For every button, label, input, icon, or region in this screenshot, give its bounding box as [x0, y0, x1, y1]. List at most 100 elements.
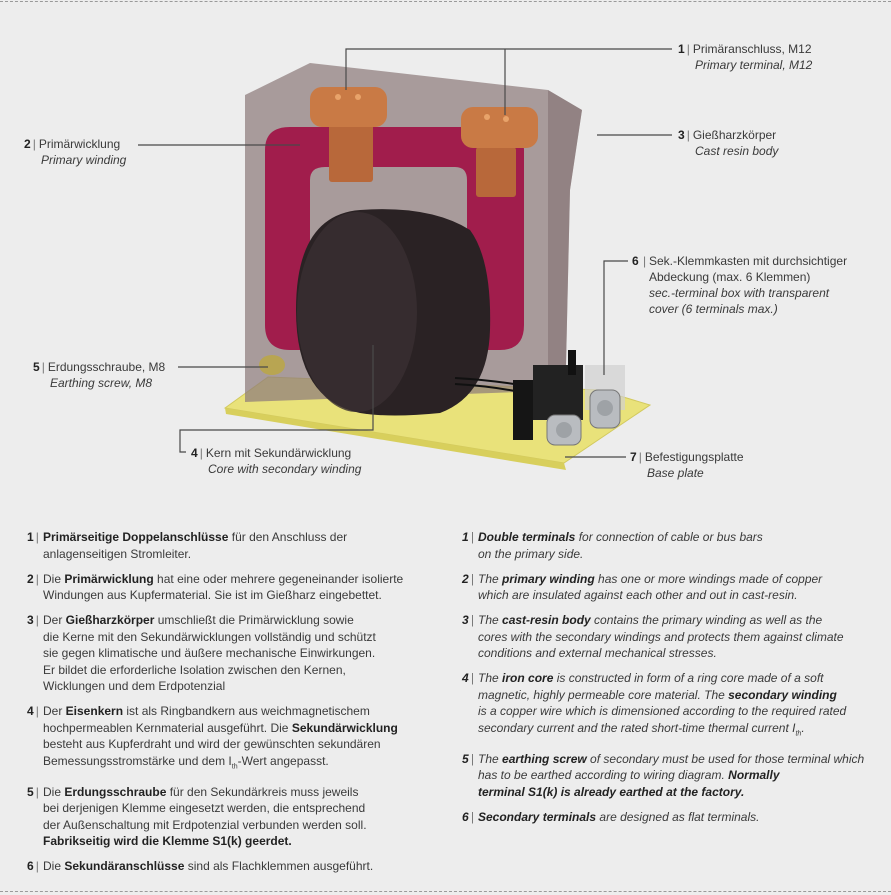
description-text: are designed as flat terminals. — [596, 809, 760, 824]
emphasis-text: Primärwicklung — [64, 571, 154, 586]
description-text: for connection of cable or bus bars on t… — [478, 530, 763, 561]
description-text: Der — [43, 704, 66, 718]
item-number: 1| — [27, 530, 39, 544]
item-number-text: 2 — [27, 571, 34, 586]
description-text: für den Sekundärkreis muss jeweils bei d… — [43, 784, 367, 832]
emphasis-text: Eisenkern — [65, 704, 124, 718]
description-text: is constructed in form of a ring core ma… — [478, 671, 824, 702]
emphasis-text: Sekundäranschlüsse — [64, 859, 185, 874]
cast-resin-body-side — [548, 90, 582, 372]
description-text: Die — [43, 571, 65, 586]
description-text: The — [478, 671, 503, 685]
description-item: 5| Die Erdungsschraube für den Sekundärkr… — [27, 784, 447, 850]
description-list-german: 1| Primärseitige Doppelanschlüsse für den… — [27, 529, 447, 883]
bottom-divider — [0, 891, 891, 892]
description-list-english: 1| Double terminals for connection of cab… — [462, 529, 882, 834]
description-text: . — [801, 720, 805, 735]
top-divider — [0, 1, 891, 2]
description-text: umschließt die Primärwicklung sowie die … — [43, 613, 376, 693]
description-text: besteht aus Kupferdraht und wird der gew… — [43, 737, 381, 768]
secondary-terminal-box — [513, 350, 625, 446]
base-plate-edge — [225, 408, 566, 470]
earthing-screw — [259, 355, 285, 375]
item-number: 2| — [462, 571, 474, 586]
description-text: The — [478, 751, 503, 766]
item-number-text: 1 — [27, 530, 34, 544]
description-text: Der — [43, 613, 66, 627]
description-text: th — [231, 762, 238, 770]
current-transformer-illustration — [138, 48, 672, 470]
description-item: 1| Primärseitige Doppelanschlüsse für den… — [27, 529, 447, 562]
item-number: 4| — [462, 671, 474, 685]
item-number: 5| — [462, 751, 474, 766]
item-number: 6| — [27, 859, 39, 874]
description-text: of secondary must be used for those term… — [478, 751, 865, 783]
item-number-text: 3 — [27, 613, 34, 627]
item-number-text: 5 — [462, 751, 469, 766]
item-number-text: 6 — [462, 809, 469, 824]
primary-terminal-right-tab — [476, 147, 516, 197]
description-text: is a copper wire which is dimensioned ac… — [478, 704, 847, 735]
emphasis-text: Primärseitige Doppelanschlüsse — [43, 530, 229, 544]
description-item: 1| Double terminals for connection of cab… — [462, 529, 882, 562]
description-text: -Wert angepasst. — [237, 753, 329, 768]
item-number-text: 3 — [462, 613, 469, 627]
emphasis-text: Normally terminal S1(k) is already earth… — [478, 768, 780, 799]
description-text: The — [478, 613, 503, 627]
primary-terminal-left — [310, 87, 387, 127]
description-item: 4| Der Eisenkern ist als Ringbandkern aus… — [27, 703, 447, 775]
description-item: 6| Secondary terminals are designed as fl… — [462, 809, 882, 826]
description-item: 3| The cast-resin body contains the prima… — [462, 612, 882, 662]
emphasis-text: Sekundärwicklung — [291, 720, 398, 735]
item-number: 1| — [462, 530, 474, 544]
description-item: 5| The earthing screw of secondary must b… — [462, 751, 882, 801]
item-number-text: 4 — [462, 671, 469, 685]
description-text: hat eine oder mehrere gegeneinander isol… — [43, 571, 404, 603]
description-item: 4| The iron core is constructed in form o… — [462, 670, 882, 742]
description-item: 6| Die Sekundäranschlüsse sind als Flachk… — [27, 858, 447, 875]
emphasis-text: Double terminals — [478, 530, 576, 544]
description-item: 3| Der Gießharzkörper umschließt die Prim… — [27, 612, 447, 695]
description-text: sind als Flachklemmen ausgeführt. — [184, 859, 374, 874]
primary-terminal-left-tab — [329, 110, 373, 182]
description-item: 2| The primary winding has one or more wi… — [462, 571, 882, 604]
item-number-text: 4 — [27, 704, 34, 718]
emphasis-text: Fabrikseitig wird die Klemme S1(k) geerd… — [43, 834, 292, 849]
description-text: ist als Ringbandkern aus weichmagnetisch… — [43, 704, 370, 735]
item-number-text: 2 — [462, 571, 469, 586]
description-text: für den Anschluss der anlagenseitigen St… — [43, 530, 348, 561]
item-number-text: 1 — [462, 530, 469, 544]
item-number-text: 5 — [27, 784, 34, 799]
emphasis-text: Secondary terminals — [478, 809, 597, 824]
description-text: contains the primary winding as well as … — [478, 613, 844, 660]
emphasis-text: Gießharzkörper — [65, 613, 155, 627]
item-number: 6| — [462, 809, 474, 824]
item-number: 5| — [27, 784, 39, 799]
item-number: 2| — [27, 571, 39, 586]
callout-6: 6|Sek.-Klemmkasten mit durchsichtiger Ab… — [632, 254, 848, 316]
description-text: th — [795, 729, 802, 737]
emphasis-text: earthing screw — [502, 751, 587, 766]
description-text: Die — [43, 784, 65, 799]
description-text: has one or more windings made of copper … — [478, 571, 823, 603]
primary-terminal-right — [461, 107, 538, 148]
item-number: 3| — [27, 613, 39, 627]
description-item: 2| Die Primärwicklung hat eine oder mehre… — [27, 571, 447, 604]
emphasis-text: iron core — [502, 671, 554, 685]
emphasis-text: secondary winding — [728, 687, 837, 702]
description-text: The — [478, 571, 503, 586]
emphasis-text: primary winding — [502, 571, 595, 586]
description-text: Die — [43, 859, 65, 874]
emphasis-text: cast-resin body — [502, 613, 591, 627]
item-number: 3| — [462, 613, 474, 627]
item-number-text: 6 — [27, 859, 34, 874]
item-number: 4| — [27, 704, 39, 718]
emphasis-text: Erdungsschraube — [64, 784, 167, 799]
leader-lines — [138, 48, 672, 458]
